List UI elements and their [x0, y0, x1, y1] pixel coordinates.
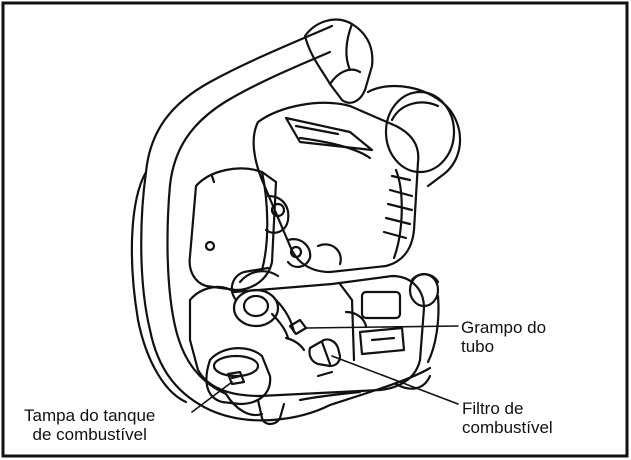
back-frame [140, 24, 432, 422]
callout-grampo-do-tubo: Grampo do tubo [461, 318, 546, 356]
callout-filtro-de-combustivel: Filtro de combustível [462, 399, 553, 437]
leader-filtro [331, 355, 459, 405]
fuel-filter [308, 338, 342, 368]
leader-tampa [191, 381, 233, 413]
fuel-tank-cap [205, 347, 272, 406]
callout-grampo-line2: tubo [461, 337, 495, 356]
engine-shroud [252, 101, 420, 274]
callout-tampa-line1: Tampa do tanque [24, 406, 156, 425]
callout-tampa-do-tanque: Tampa do tanque de combustível [24, 406, 155, 444]
back-frame-inner [166, 50, 332, 396]
callout-filtro-line1: Filtro de [462, 399, 524, 418]
fan-housing [366, 84, 462, 188]
callout-tampa-line2: de combustível [32, 425, 147, 444]
callout-grampo-line1: Grampo do [461, 318, 547, 337]
callout-filtro-line2: combustível [462, 418, 553, 437]
engine-drawing [130, 18, 462, 426]
fuel-tank [188, 274, 426, 398]
air-filter-cover [188, 167, 278, 292]
leader-grampo [305, 325, 459, 329]
top-handle [303, 18, 374, 104]
